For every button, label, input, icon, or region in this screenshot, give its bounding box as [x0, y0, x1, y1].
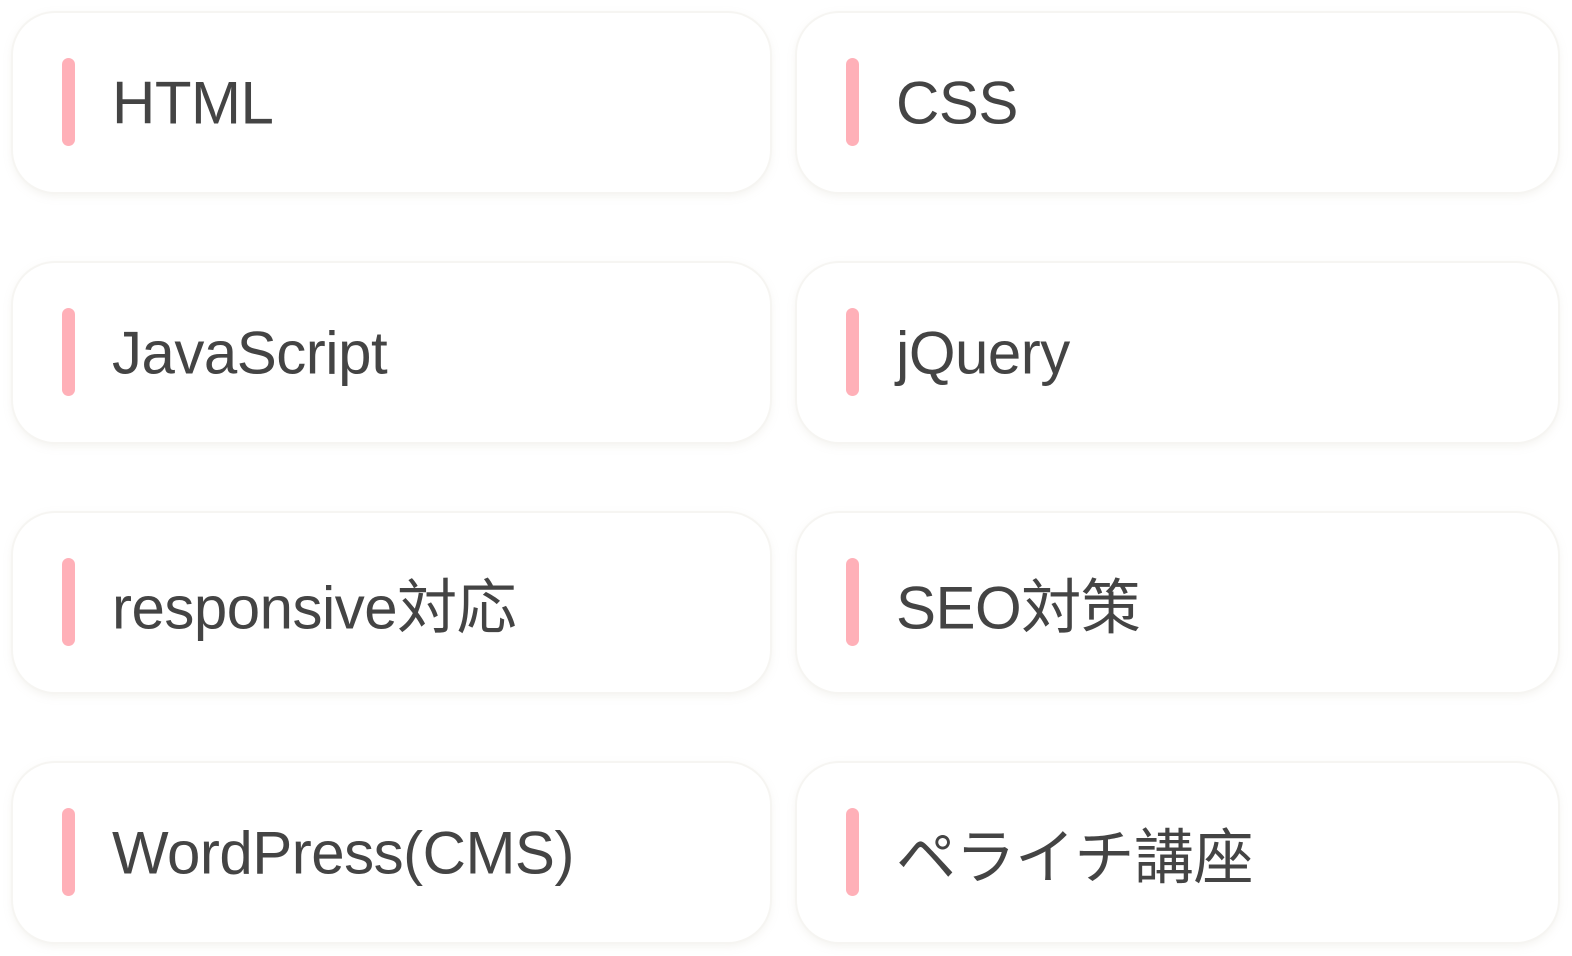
skill-label: SEO対策 [896, 574, 1141, 641]
skill-card-seo: SEO対策 [797, 513, 1558, 692]
accent-bar [62, 558, 75, 646]
accent-bar [62, 308, 75, 396]
accent-bar [846, 558, 859, 646]
accent-bar [846, 58, 859, 146]
accent-bar [62, 808, 75, 896]
skill-label: CSS [896, 69, 1018, 136]
skill-label: WordPress(CMS) [112, 819, 574, 886]
accent-bar [846, 808, 859, 896]
skill-card-peraichi: ペライチ講座 [797, 763, 1558, 942]
skill-card-javascript: JavaScript [13, 263, 770, 442]
skill-label: HTML [112, 69, 274, 136]
accent-bar [62, 58, 75, 146]
skill-card-responsive: responsive対応 [13, 513, 770, 692]
skill-label: responsive対応 [112, 574, 517, 641]
accent-bar [846, 308, 859, 396]
skill-label: JavaScript [112, 319, 388, 386]
skill-label: ペライチ講座 [896, 824, 1254, 891]
skill-label: jQuery [896, 319, 1070, 386]
skill-card-wordpress: WordPress(CMS) [13, 763, 770, 942]
skill-card-html: HTML [13, 13, 770, 192]
skill-card-css: CSS [797, 13, 1558, 192]
skill-card-jquery: jQuery [797, 263, 1558, 442]
skills-grid: HTML CSS JavaScript jQuery responsive対応 … [13, 13, 1558, 942]
